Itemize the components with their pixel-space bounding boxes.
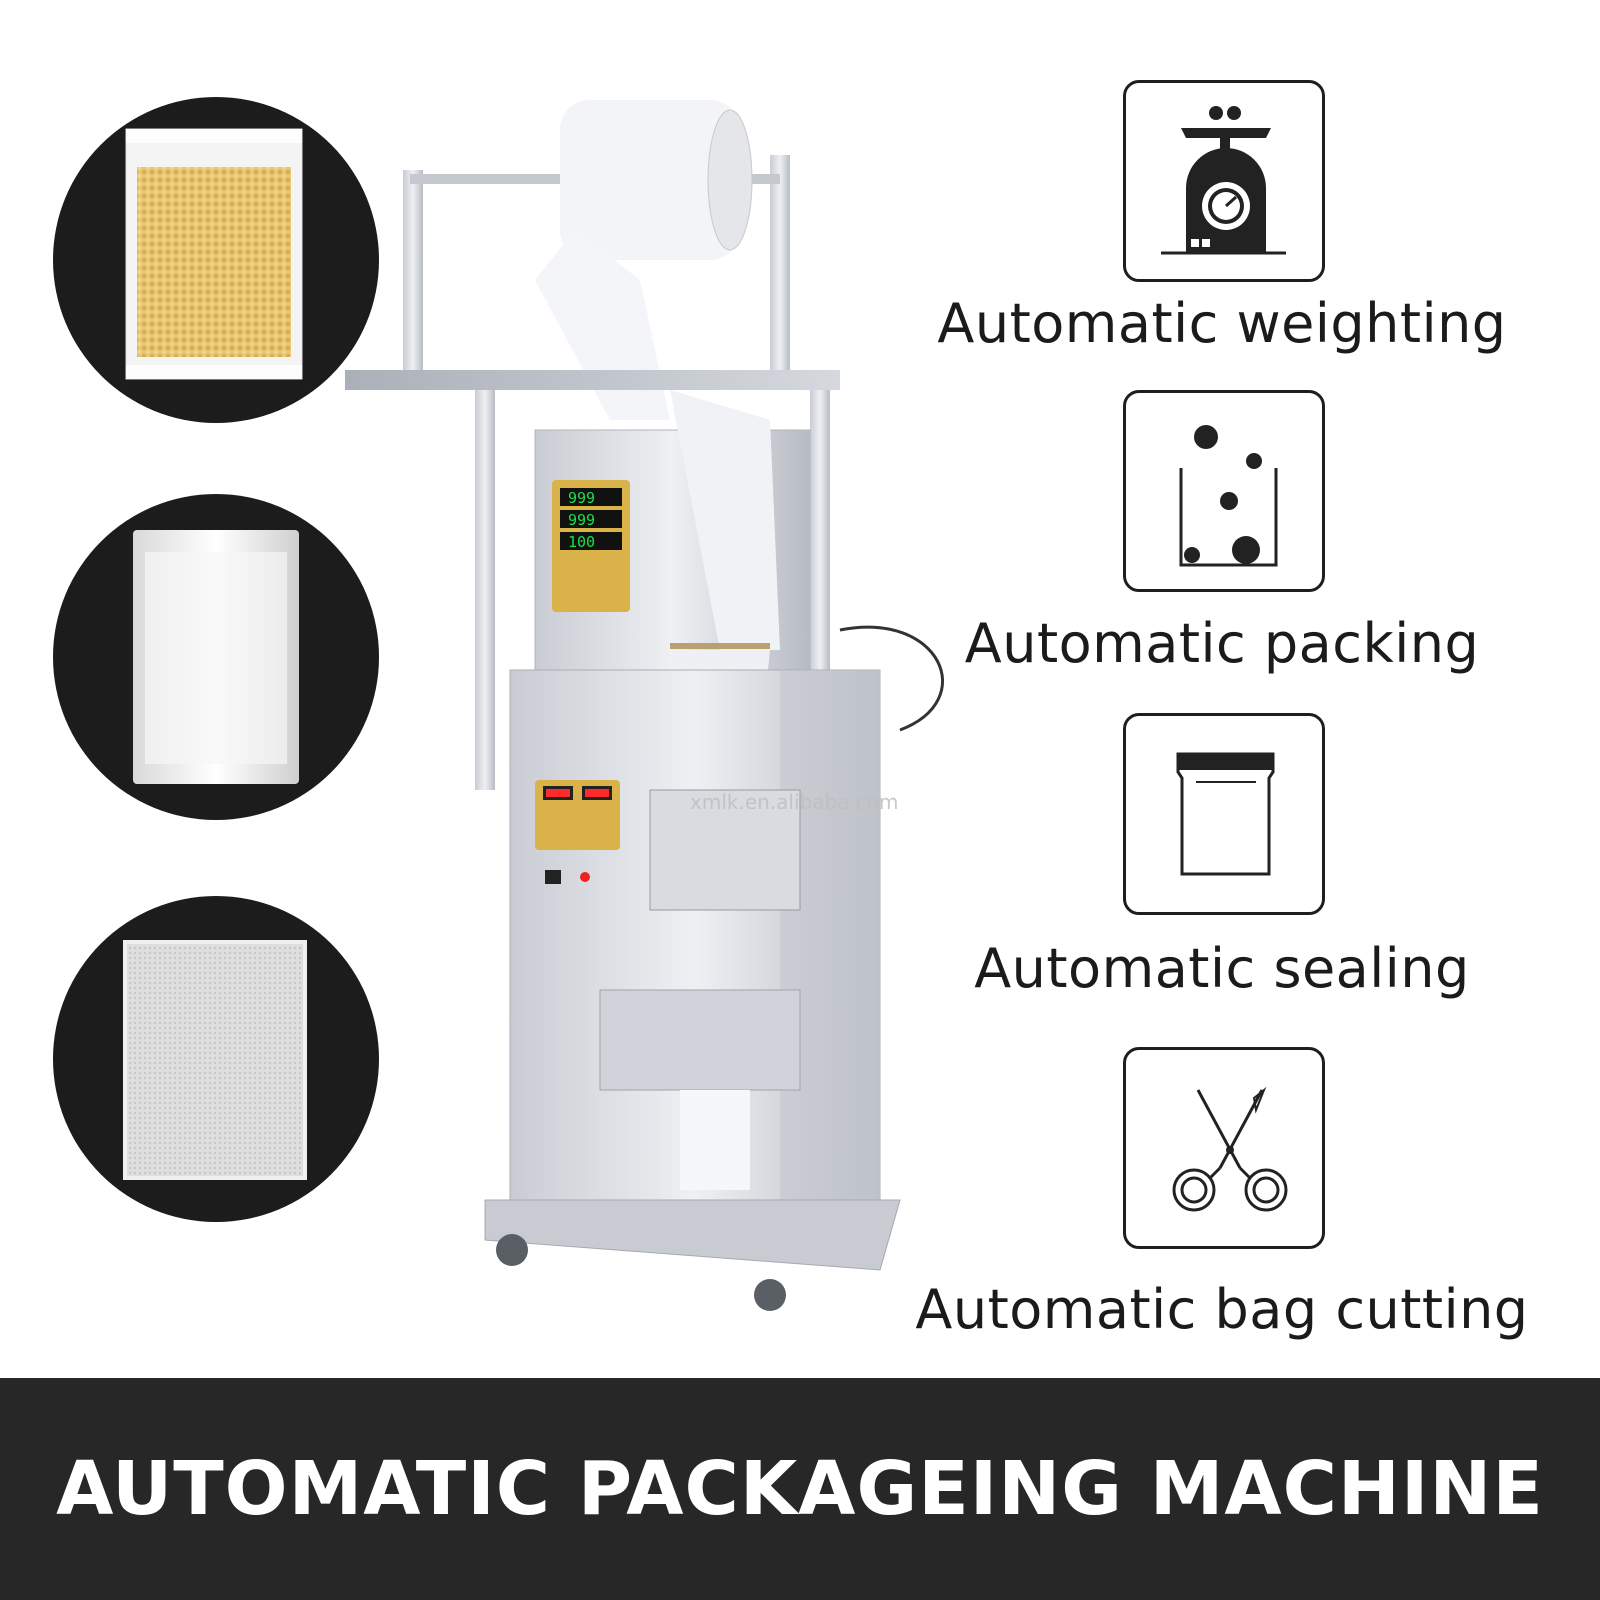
feature-label-packing: Automatic packing: [964, 612, 1480, 675]
granule-bag-image: [125, 128, 303, 380]
cutting-icon-box: [1123, 1047, 1325, 1249]
feature-label-sealing: Automatic sealing: [974, 937, 1470, 1000]
watermark-text: xmlk.en.alibaba.com: [690, 790, 899, 814]
feature-label-bag-cutting: Automatic bag cutting: [915, 1278, 1529, 1341]
weigher-display-3: 100: [568, 533, 595, 551]
banner-title: AUTOMATIC PACKAGEING MACHINE: [56, 1446, 1544, 1532]
white-bag-image: [133, 530, 299, 784]
scissors-icon: [1172, 1086, 1288, 1212]
title-banner: AUTOMATIC PACKAGEING MACHINE: [0, 1378, 1600, 1600]
grain-bag-image: [123, 940, 307, 1180]
packaging-machine-image: 999 999 100 xmlk.en.alibaba.com: [340, 90, 960, 1350]
weigher-display-1: 999: [568, 489, 595, 507]
packing-icon-box: [1123, 390, 1325, 592]
sample-circle-white-powder: [53, 494, 379, 820]
sealing-icon-box: [1123, 713, 1325, 915]
scale-icon: [1161, 106, 1286, 255]
sample-circle-granules: [53, 97, 379, 423]
sample-circle-grain: [53, 896, 379, 1222]
weighting-icon-box: [1123, 80, 1325, 282]
weigher-display-2: 999: [568, 511, 595, 529]
container-particles-icon: [1179, 425, 1278, 567]
feature-label-weighting: Automatic weighting: [937, 292, 1507, 355]
sealed-bag-icon: [1176, 752, 1275, 876]
